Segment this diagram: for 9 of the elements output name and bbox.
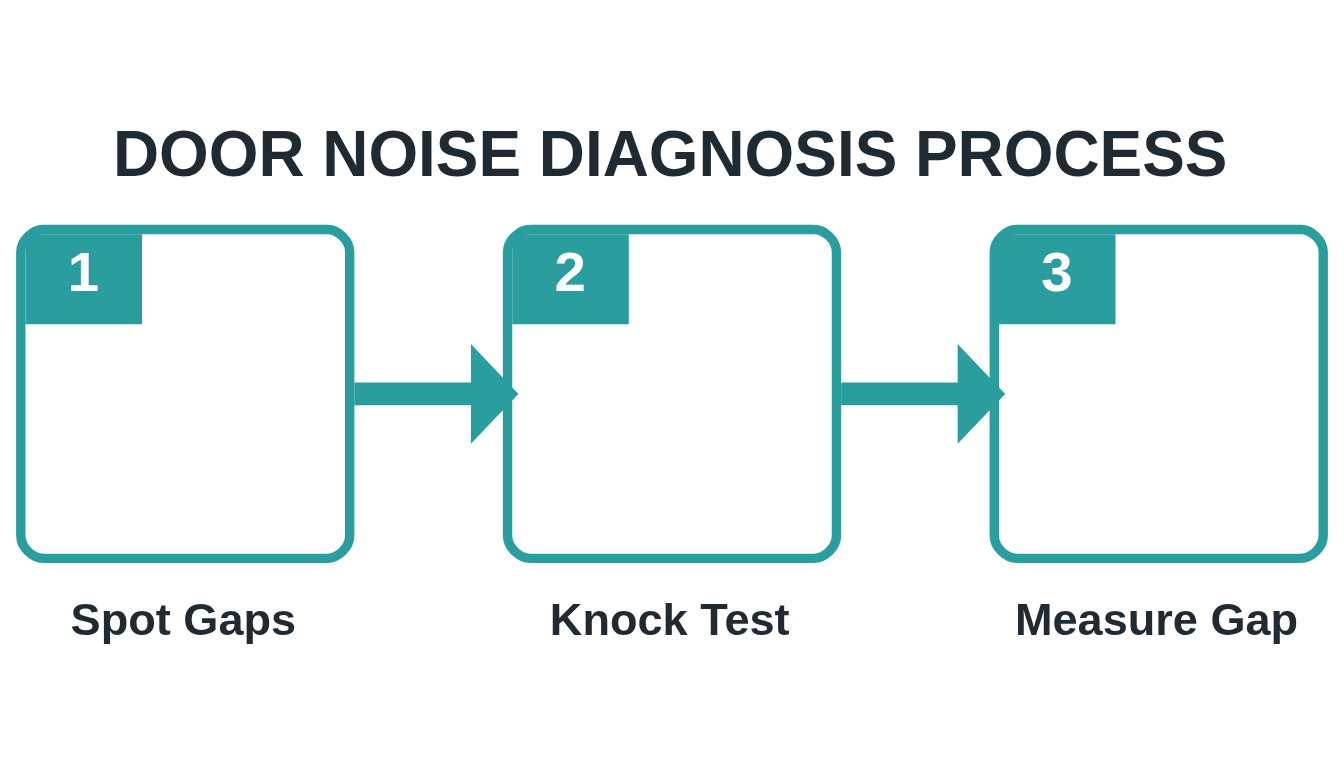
arrow	[841, 343, 1006, 444]
node-box: 1	[16, 224, 355, 563]
node-label: Knock Test	[549, 593, 790, 645]
node-label: Measure Gap	[1014, 593, 1299, 645]
node-box: 3	[989, 224, 1328, 563]
node-label: Spot Gaps	[70, 593, 297, 645]
node-box: 2	[502, 224, 842, 563]
arrow	[354, 343, 519, 444]
diagram-title: DOOR NOISE DIAGNOSIS PROCESS	[112, 117, 1228, 190]
